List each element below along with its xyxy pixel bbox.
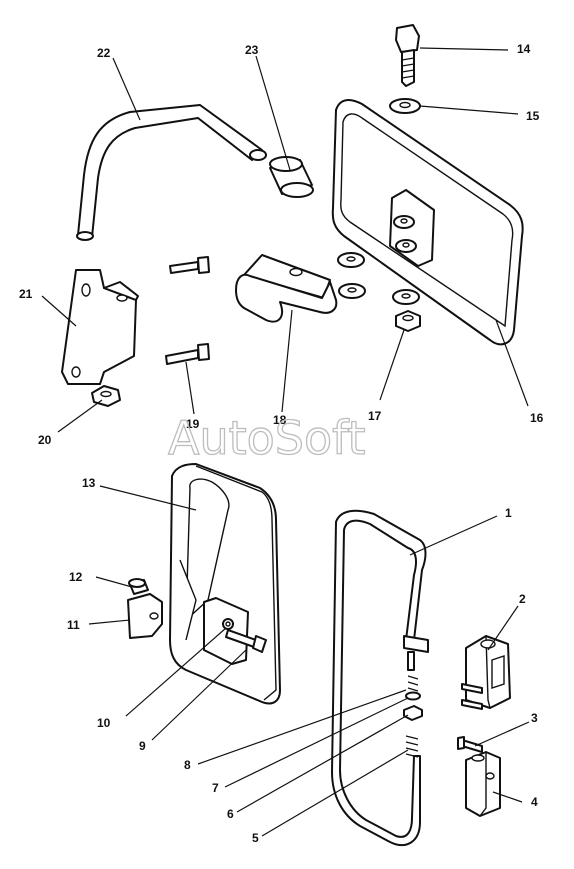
part-16-mirror-head [331, 99, 524, 346]
washer-set [337, 252, 420, 305]
part-18-clamp [235, 254, 338, 323]
callout-14: 14 [517, 42, 531, 56]
callout-7: 7 [212, 781, 219, 795]
parts-5-8-fasteners [403, 675, 423, 758]
part-12-cap [128, 578, 149, 595]
callout-1: 1 [505, 506, 512, 520]
callout-labels: 1 2 3 4 5 6 7 8 9 10 11 12 13 14 15 16 1… [19, 42, 544, 845]
part-14-bolt [395, 24, 420, 87]
callout-13: 13 [82, 476, 96, 490]
callout-18: 18 [273, 413, 287, 427]
part-15-washer [389, 98, 421, 114]
part-17-nut [395, 310, 421, 332]
part-20-nut [91, 385, 121, 407]
part-9-screw [225, 629, 267, 653]
part-19-bolts [165, 256, 210, 365]
callout-20: 20 [38, 433, 52, 447]
part-21-bracket [61, 269, 139, 385]
part-11-clip [127, 593, 163, 639]
callout-17: 17 [368, 409, 382, 423]
part-2-bolts [461, 683, 483, 710]
callout-4: 4 [531, 795, 538, 809]
callout-12: 12 [69, 570, 83, 584]
part-13-housing [169, 463, 281, 705]
part-2-hinge [465, 635, 511, 709]
callout-11: 11 [67, 618, 80, 632]
callout-10: 10 [97, 716, 111, 730]
part-4-hinge-half [465, 751, 501, 817]
callout-23: 23 [245, 43, 259, 57]
callout-2: 2 [519, 592, 526, 606]
part-1-frame-loop [331, 509, 429, 847]
callout-22: 22 [97, 46, 111, 60]
callout-16: 16 [530, 411, 544, 425]
watermark-text: AutoSoft [168, 411, 366, 465]
callout-6: 6 [227, 807, 234, 821]
part-22-support-rod [76, 104, 267, 241]
callout-15: 15 [526, 109, 540, 123]
leader-lines [41, 47, 530, 837]
callout-8: 8 [184, 758, 191, 772]
callout-9: 9 [139, 739, 146, 753]
callout-3: 3 [531, 711, 538, 725]
callout-19: 19 [186, 417, 200, 431]
callout-21: 21 [19, 287, 33, 301]
callout-5: 5 [252, 831, 259, 845]
part-23-bushing [269, 156, 314, 198]
part-3-screw [457, 736, 483, 753]
part-10-washer [222, 618, 234, 630]
